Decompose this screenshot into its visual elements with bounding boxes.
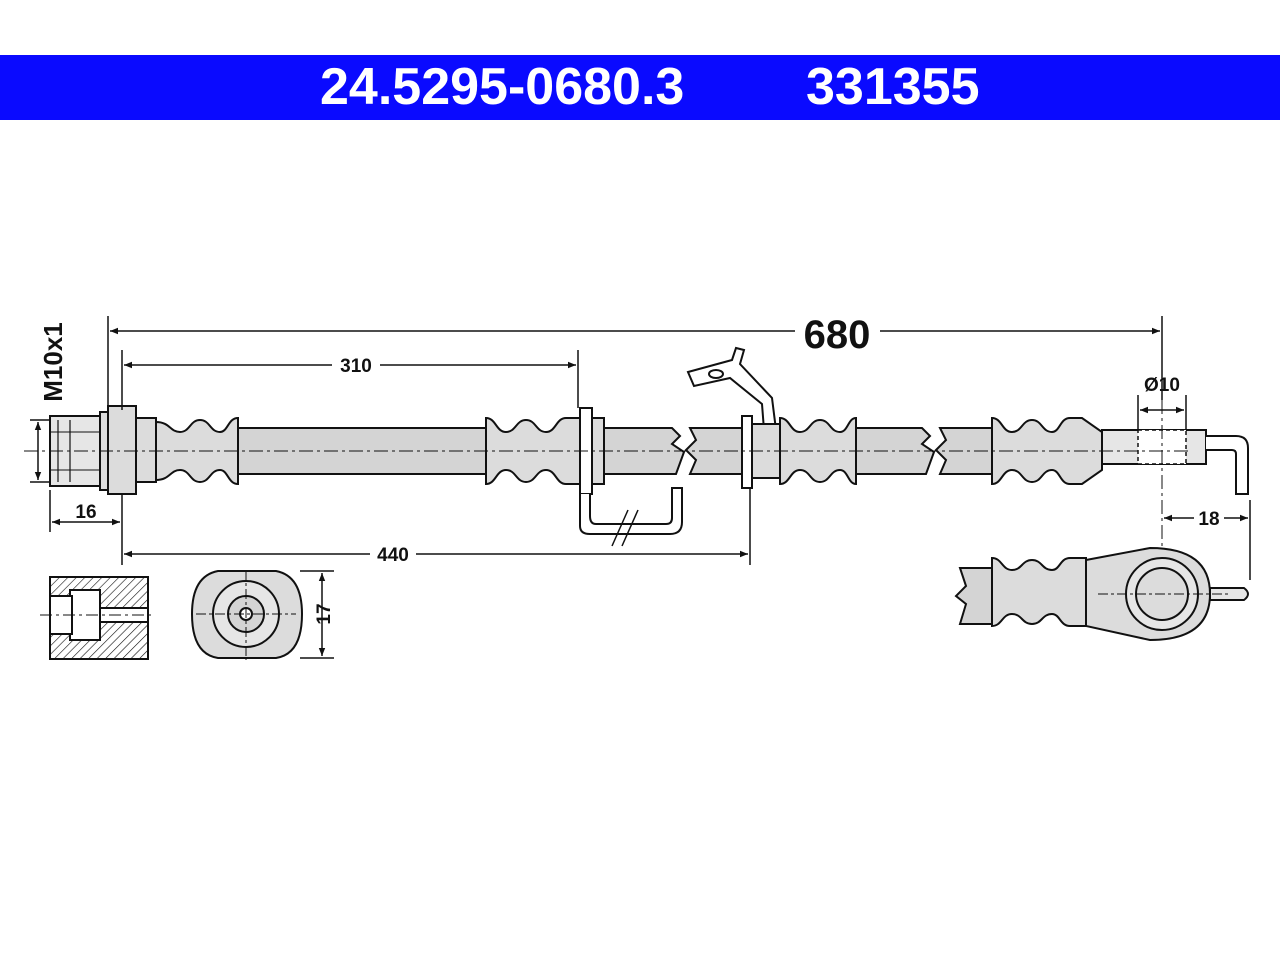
thread-label: M10x1 — [38, 322, 68, 402]
dimension-lines — [30, 316, 1251, 659]
ferrule-left — [155, 416, 239, 486]
threaded-fitting-left — [49, 405, 157, 495]
reference-number: 331355 — [806, 58, 980, 116]
fitting-end-view — [190, 570, 304, 660]
overall-length-label: 680 — [804, 313, 871, 357]
dim-16-label: 16 — [75, 502, 96, 523]
bracket-2-plate — [741, 415, 753, 489]
banjo-top-view — [954, 546, 1249, 642]
dim-310-label: 310 — [340, 356, 372, 377]
dim-18-label: 18 — [1198, 509, 1219, 530]
bleed-tube — [1206, 435, 1249, 495]
dim-17-label: 17 — [314, 603, 335, 624]
bracket-2-arm — [686, 346, 778, 431]
hose-assembly — [49, 346, 1249, 547]
header-banner: 24.5295-0680.3 331355 — [0, 55, 1280, 120]
centre-lines — [24, 400, 1190, 560]
eye-diameter-label: Ø10 — [1144, 375, 1180, 396]
ferrule-right — [991, 416, 1103, 486]
part-number: 24.5295-0680.3 — [320, 58, 685, 116]
dim-440-label: 440 — [377, 545, 409, 566]
fitting-section-view — [40, 576, 152, 660]
